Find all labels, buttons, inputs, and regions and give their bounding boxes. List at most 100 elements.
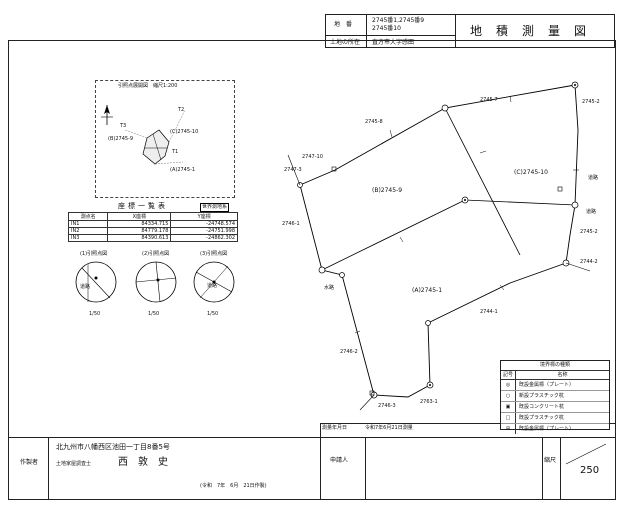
drawing-frame	[8, 40, 616, 500]
boundary-southeast	[427, 262, 567, 386]
inset-mark-t2: T2	[178, 107, 185, 113]
coords-cell: 84779.178	[107, 227, 172, 235]
detail-circles	[75, 261, 235, 303]
inset-plan	[95, 80, 235, 198]
coords-cell: IN3	[67, 234, 109, 242]
detail-3-label: 道路	[207, 283, 218, 289]
legend-item: 既設金属標（プレート）	[519, 382, 575, 388]
coords-header: 測点名	[67, 212, 109, 221]
lot-b-label: (B)2745-9	[372, 187, 403, 194]
list-item: □ 既設プラスチック杭	[501, 413, 609, 424]
survey-date-value: 令和7年6月21日測量	[365, 425, 413, 431]
legend-item: 既設金属標（プレート）	[519, 426, 575, 432]
footer-divider-5	[560, 437, 561, 500]
table-row: IN3 84390.613 -24862.302	[67, 234, 238, 242]
scale-value: 250	[580, 465, 600, 476]
footer-divider-2	[320, 423, 321, 500]
detail-1-scale: 1/50	[89, 311, 101, 317]
lot-divider-bc	[444, 107, 521, 256]
neighbor-2745-8: 2745-8	[365, 119, 383, 125]
detail-3-title: (3)引照点図	[200, 251, 228, 257]
table-row: IN1 84334.715 -24748.574	[67, 220, 238, 228]
maker-address: 北九州市八幡西区池田一丁目8番5号	[56, 443, 170, 451]
maker-date: (令和 7年 6月 21日作製)	[200, 483, 267, 489]
coords-title: 座標一覧表	[118, 202, 168, 210]
coords-cell: IN2	[67, 227, 109, 235]
plastic-stake-icon: ○	[501, 391, 516, 401]
inset-parcels	[142, 129, 170, 165]
detail-3-scale: 1/50	[207, 311, 219, 317]
neighbor-2747-10: 2747-10	[302, 154, 323, 160]
survey-date-label: 測量年月日	[322, 425, 348, 431]
neighbor-2744-1: 2744-1	[480, 309, 498, 315]
table-row: IN2 84779.178 -24751.998	[67, 227, 238, 235]
chiban-value-1: 2745番1,2745番9	[372, 17, 425, 24]
legend-col-no: 記号	[501, 371, 516, 379]
scale-slash	[565, 443, 607, 465]
lot-divider-ac	[464, 199, 576, 206]
legend-table: 境界標の種類 記号 名称 ◎ 既設金属標（プレート） ○ 新設プラスチック杭 ▣…	[500, 360, 610, 434]
maker-label: 作製者	[20, 459, 39, 466]
coords-cell: -24748.574	[170, 220, 238, 228]
lot-a-label: (A)2745-1	[412, 287, 443, 294]
survey-map	[287, 81, 591, 411]
header-table	[325, 14, 615, 48]
road-label-1: 道路	[588, 175, 599, 181]
coords-cell: -24862.302	[170, 234, 238, 242]
inset-lot-a: (A)2745-1	[170, 167, 196, 173]
inset-drawing	[101, 105, 186, 165]
legend-title: 境界標の種類	[501, 361, 609, 371]
coords-cell: -24751.998	[170, 227, 238, 235]
list-item: ▣ 既設コンクリート杭	[501, 402, 609, 413]
header-divider-h	[325, 35, 455, 36]
drawing-title: 地積測量図	[470, 24, 601, 38]
footer-rule	[8, 437, 616, 438]
scale-label: 縮尺	[544, 457, 557, 464]
existing-plastic-stake-icon: □	[501, 413, 516, 423]
lot-divider-ba	[321, 199, 466, 271]
detail-1-title: (1)引照点図	[80, 251, 108, 257]
coords-cell: 84390.613	[107, 234, 172, 242]
neighbor-2763-1: 2763-1	[420, 399, 438, 405]
neighbor-2745-2b: 2745-2	[580, 229, 598, 235]
neighbor-2745-2a: 2745-2	[582, 99, 600, 105]
north-arrow-icon	[101, 105, 113, 125]
neighbor-2746-2: 2746-2	[340, 349, 358, 355]
detail-2-title: (2)引照点図	[142, 251, 170, 257]
neighbor-2744-2: 2744-2	[580, 259, 598, 265]
metal-plate-icon: ◎	[501, 380, 516, 390]
location-value: 直方市大字感田	[372, 39, 415, 46]
inset-lot-c: (C)2745-10	[170, 129, 199, 135]
boundary-west	[299, 184, 375, 396]
legend-item: 既設コンクリート杭	[519, 404, 565, 410]
list-item: ○ 新設プラスチック杭	[501, 391, 609, 402]
inset-mark-t3: T3	[120, 123, 127, 129]
coords-header: Y座標	[170, 212, 238, 221]
coords-header-row: 測点名 X座標 Y座標	[67, 212, 238, 221]
coords-cell: 84334.715	[107, 220, 172, 228]
neighbor-2746-1: 2746-1	[282, 221, 300, 227]
legend-col-name: 名称	[557, 372, 568, 378]
inset-title: 引照点展開図 縮尺1:200	[118, 83, 178, 89]
detail-2-scale: 1/50	[148, 311, 160, 317]
applicant-label: 申請人	[330, 457, 349, 464]
detail-2	[135, 261, 177, 303]
location-label: 土地の所在	[330, 39, 361, 46]
detail-3	[193, 261, 235, 303]
legend-header: 記号 名称	[501, 371, 609, 380]
header-divider-v1	[366, 14, 367, 48]
lot-c-label: (C)2745-10	[514, 169, 548, 176]
surveyor-label: 土地家屋調査士	[56, 461, 92, 467]
concrete-stake-icon: ▣	[501, 402, 516, 412]
legend-item: 既設プラスチック杭	[519, 415, 564, 421]
existing-metal-plate-icon: ⊞	[501, 424, 516, 434]
footer-divider-4	[542, 437, 543, 500]
legend-item: 新設プラスチック杭	[519, 393, 564, 399]
footer-divider-1	[48, 437, 49, 500]
detail-1-label: 道路	[80, 284, 91, 290]
detail-1	[75, 261, 117, 303]
chiban-label: 地 番	[334, 21, 353, 28]
inset-lot-b: (B)2745-9	[108, 136, 134, 142]
coords-header: X座標	[107, 212, 172, 221]
footer-divider-3	[365, 437, 366, 500]
